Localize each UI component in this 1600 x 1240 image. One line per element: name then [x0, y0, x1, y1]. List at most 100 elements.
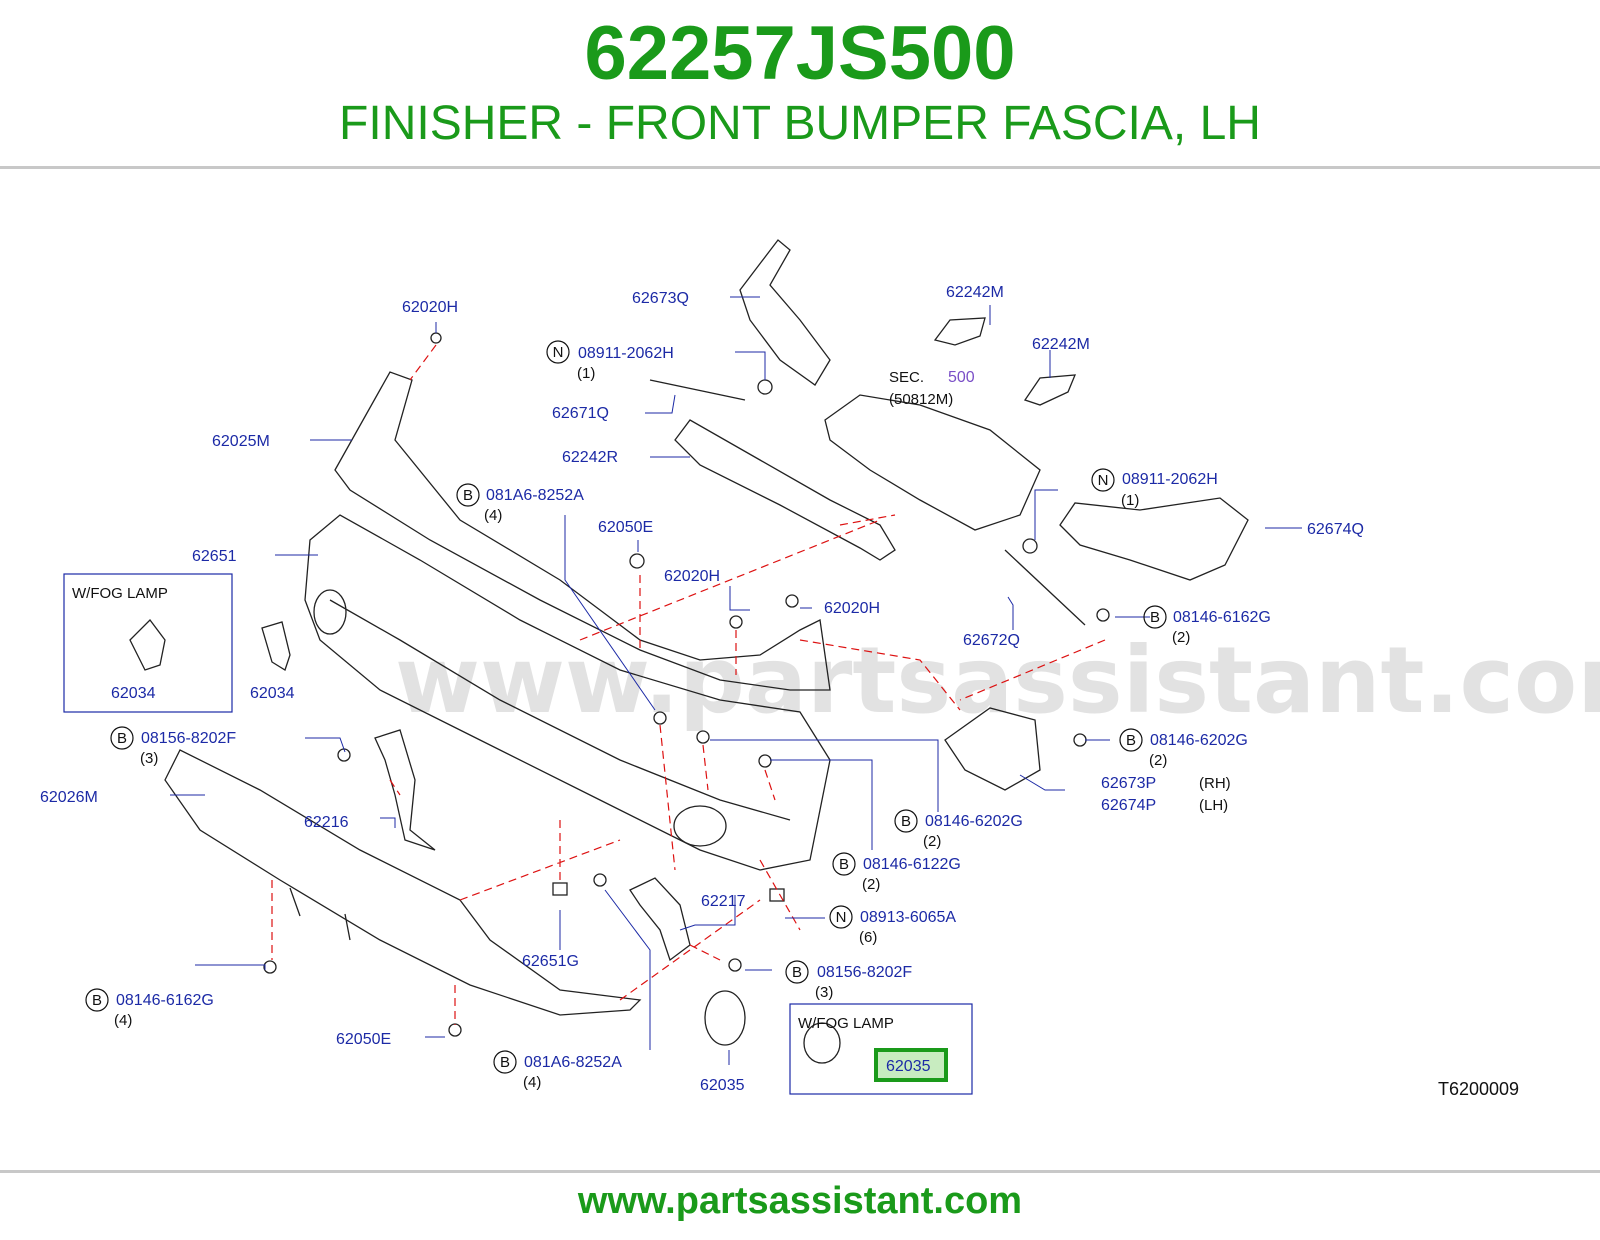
qty-081A6-8252A: (4) — [484, 507, 502, 524]
header-divider — [0, 166, 1600, 169]
marker-b-letter: B — [92, 992, 102, 1009]
label-62050E[interactable]: 62050E — [336, 1031, 391, 1048]
nut-icon — [1022, 538, 1038, 554]
section-number-link[interactable]: 500 — [948, 369, 975, 386]
label-62673P[interactable]: 62673P — [1101, 775, 1156, 792]
label-62651G[interactable]: 62651G — [522, 953, 579, 970]
part-62026M-shape — [164, 749, 642, 1016]
label-62034[interactable]: 62034 — [111, 685, 156, 702]
part-62673P-shape — [944, 707, 1041, 791]
marker-b-letter: B — [463, 487, 473, 504]
leader-lines — [170, 296, 1302, 1065]
side-rh: (RH) — [1199, 775, 1231, 792]
part-62671Q-shape — [649, 379, 746, 401]
label-081A6-8252A[interactable]: 081A6-8252A — [524, 1054, 622, 1071]
footer-url-link[interactable]: www.partsassistant.com — [577, 1180, 1023, 1222]
part-62242R-shape — [674, 419, 896, 561]
label-62674Q[interactable]: 62674Q — [1307, 521, 1364, 538]
label-62035[interactable]: 62035 — [700, 1077, 745, 1094]
label-08146-6202G[interactable]: 08146-6202G — [925, 813, 1023, 830]
part-62034-a-shape — [129, 619, 166, 671]
side-lh: (LH) — [1199, 797, 1228, 814]
bolt-icon — [337, 748, 351, 762]
label-08911-2062H[interactable]: 08911-2062H — [1122, 471, 1218, 488]
bolt-icon — [593, 873, 607, 887]
fog-lamp-box-left — [63, 573, 233, 713]
bolt-icon — [696, 730, 710, 744]
footer-divider — [0, 1170, 1600, 1173]
qty-08146-6202G: (2) — [923, 833, 941, 850]
part-62025M-shape — [334, 371, 831, 691]
page-header: 62257JS500 FINISHER - FRONT BUMPER FASCI… — [0, 0, 1600, 168]
part-number-title: 62257JS500 — [584, 11, 1016, 96]
qty-08913-6065A: (6) — [859, 929, 877, 946]
qty-08156-8202F: (3) — [140, 750, 158, 767]
section-sub-ref: (50812M) — [889, 391, 953, 408]
part-62217-shape — [629, 877, 691, 962]
label-62020H[interactable]: 62020H — [402, 299, 458, 316]
label-62671Q[interactable]: 62671Q — [552, 405, 609, 422]
label-08146-6162G[interactable]: 08146-6162G — [116, 992, 214, 1009]
bolt-icon — [758, 754, 772, 768]
label-08146-6202G[interactable]: 08146-6202G — [1150, 732, 1248, 749]
label-08911-2062H[interactable]: 08911-2062H — [578, 345, 674, 362]
marker-b-letter: B — [500, 1054, 510, 1071]
label-081A6-8252A[interactable]: 081A6-8252A — [486, 487, 584, 504]
label-62651[interactable]: 62651 — [192, 548, 237, 565]
clip-62020H-icon — [785, 594, 799, 608]
marker-b-letter: B — [792, 964, 802, 981]
label-08913-6065A[interactable]: 08913-6065A — [860, 909, 956, 926]
marker-b-letter: B — [901, 813, 911, 830]
part-62672Q-shape — [1004, 549, 1086, 626]
qty-081A6-8252A: (4) — [523, 1074, 541, 1091]
label-08146-6122G[interactable]: 08146-6122G — [863, 856, 961, 873]
label-62026M[interactable]: 62026M — [40, 789, 98, 806]
part-undercover-shape — [824, 394, 1041, 531]
label-08156-8202F[interactable]: 08156-8202F — [141, 730, 236, 747]
label-62674P[interactable]: 62674P — [1101, 797, 1156, 814]
label-62034[interactable]: 62034 — [250, 685, 295, 702]
part-62026M-slots — [289, 887, 351, 941]
part-62216-shape — [374, 729, 436, 851]
qty-08146-6162G: (2) — [1172, 629, 1190, 646]
label-62216[interactable]: 62216 — [304, 814, 349, 831]
part-62035-b-shape — [803, 1022, 841, 1064]
qty-08146-6162G: (4) — [114, 1012, 132, 1029]
label-62025M[interactable]: 62025M — [212, 433, 270, 450]
part-62242M-a-shape — [933, 317, 986, 346]
part-62035-a-shape — [704, 990, 746, 1046]
label-62020H[interactable]: 62020H — [664, 568, 720, 585]
clip-62050E-icon — [448, 1023, 462, 1037]
label-62020H[interactable]: 62020H — [824, 600, 880, 617]
label-62242M[interactable]: 62242M — [946, 284, 1004, 301]
bolt-icon — [263, 960, 277, 974]
label-62050E[interactable]: 62050E — [598, 519, 653, 536]
label-08146-6162G[interactable]: 08146-6162G — [1173, 609, 1271, 626]
bolt-icon — [728, 958, 742, 972]
part-62034-b-shape — [261, 621, 291, 671]
part-62651-shape — [304, 514, 831, 871]
label-08156-8202F[interactable]: 08156-8202F — [817, 964, 912, 981]
fastener-type-markers — [85, 340, 1167, 1074]
label-62217[interactable]: 62217 — [701, 893, 746, 910]
marker-n-letter: N — [836, 909, 847, 926]
part-description: FINISHER - FRONT BUMPER FASCIA, LH — [339, 97, 1261, 150]
fog-lamp-box-title: W/FOG LAMP — [798, 1015, 894, 1032]
label-62242R[interactable]: 62242R — [562, 449, 618, 466]
clip-62651G-icon — [552, 882, 568, 896]
label-62672Q[interactable]: 62672Q — [963, 632, 1020, 649]
clip-62020H-icon — [729, 615, 743, 629]
label-62035-highlighted[interactable]: 62035 — [886, 1058, 931, 1075]
fog-lamp-box-right — [789, 1003, 973, 1095]
watermark-text: www.partsassistant.com — [395, 627, 1600, 734]
marker-n-letter: N — [553, 344, 564, 361]
highlighted-part-62035[interactable] — [874, 1048, 948, 1082]
label-62242M[interactable]: 62242M — [1032, 336, 1090, 353]
label-62673Q[interactable]: 62673Q — [632, 290, 689, 307]
qty-08146-6122G: (2) — [862, 876, 880, 893]
part-62673Q-shape — [739, 239, 831, 386]
qty-08911-2062H: (1) — [1121, 492, 1139, 509]
marker-n-letter: N — [1098, 472, 1109, 489]
marker-b-letter: B — [1126, 732, 1136, 749]
marker-b-letter: B — [117, 730, 127, 747]
